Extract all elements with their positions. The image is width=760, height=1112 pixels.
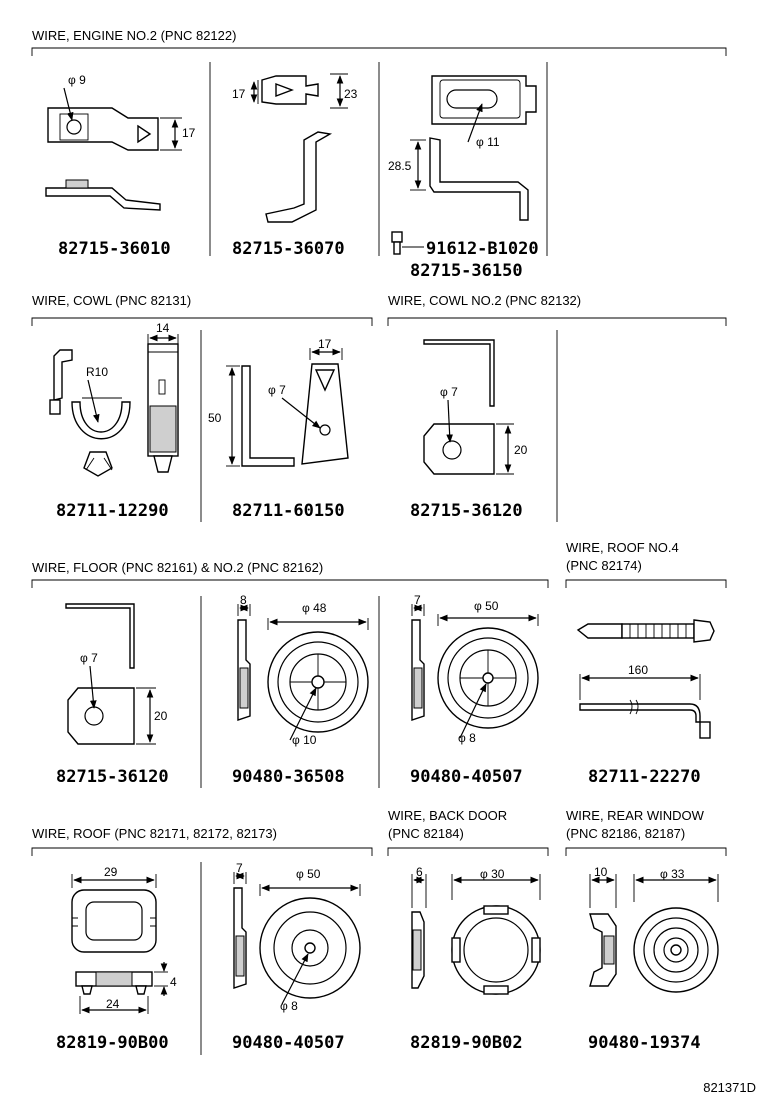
section-title-cowl2: WIRE, COWL NO.2 (PNC 82132) bbox=[388, 293, 581, 308]
part-number-82711-12290: 82711-12290 bbox=[56, 501, 169, 521]
part-number-90480-19374: 90480-19374 bbox=[588, 1033, 701, 1053]
part-number-82715-36070: 82715-36070 bbox=[232, 239, 345, 259]
dim-7-diameter: φ 7 bbox=[80, 651, 98, 665]
section-title-rearwin-line1: WIRE, REAR WINDOW bbox=[566, 808, 705, 823]
part-number-91612-B1020: 91612-B1020 bbox=[426, 239, 539, 259]
dim-5-height: 50 bbox=[208, 411, 222, 425]
section-bracket-rearwin bbox=[565, 847, 727, 856]
clamp-82715-36010-drawing bbox=[45, 87, 182, 211]
dim-5-diameter: φ 7 bbox=[268, 383, 286, 397]
section-title-backdoor-line2: (PNC 82184) bbox=[388, 826, 464, 841]
dim-6-height: 20 bbox=[514, 443, 528, 457]
dim-11-width: 29 bbox=[104, 865, 118, 879]
clip-82819-90B00-drawing bbox=[71, 874, 168, 1014]
section-title-roof4-line2: (PNC 82174) bbox=[566, 558, 642, 573]
dim-8-outer-diameter: φ 48 bbox=[302, 601, 327, 615]
section-bracket-roof4 bbox=[565, 579, 727, 588]
part-number-82819-90B00: 82819-90B00 bbox=[56, 1033, 169, 1053]
figure-code: 821371D bbox=[703, 1080, 756, 1095]
grommet-90480-40507-roof-drawing bbox=[233, 872, 361, 1005]
section-title-engine: WIRE, ENGINE NO.2 (PNC 82122) bbox=[32, 28, 236, 43]
dim-9-width: 7 bbox=[414, 593, 421, 607]
grommet-82819-90B02-drawing bbox=[411, 874, 541, 995]
part-number-82715-36150: 82715-36150 bbox=[410, 261, 523, 281]
dim-14-outer-diameter: φ 33 bbox=[660, 867, 685, 881]
section-bracket-roof bbox=[31, 847, 373, 856]
dim-5-width: 17 bbox=[318, 337, 332, 351]
dim-9-outer-diameter: φ 50 bbox=[474, 599, 499, 613]
section-title-backdoor-line1: WIRE, BACK DOOR bbox=[388, 808, 507, 823]
dim-7-height: 20 bbox=[154, 709, 168, 723]
part-number-82711-60150: 82711-60150 bbox=[232, 501, 345, 521]
dim-2-height: 17 bbox=[232, 87, 246, 101]
bolt-icon bbox=[391, 231, 424, 255]
grommet-90480-36508-drawing bbox=[237, 604, 369, 741]
band-clip-82711-22270-drawing bbox=[576, 619, 715, 739]
dim-12-width: 7 bbox=[236, 861, 243, 875]
part-number-82819-90B02: 82819-90B02 bbox=[410, 1033, 523, 1053]
clamp-82715-36070-drawing bbox=[250, 73, 348, 223]
dim-3-diameter: φ 11 bbox=[476, 135, 500, 149]
section-title-floor: WIRE, FLOOR (PNC 82161) & NO.2 (PNC 8216… bbox=[32, 560, 323, 575]
dim-13-width: 6 bbox=[416, 865, 423, 879]
cell-dividers bbox=[200, 62, 558, 1055]
dim-13-outer-diameter: φ 30 bbox=[480, 867, 505, 881]
dim-14-width: 10 bbox=[594, 865, 608, 879]
dim-2-length: 23 bbox=[344, 87, 358, 101]
grommet-90480-40507-floor-drawing bbox=[411, 604, 539, 739]
part-number-82715-36120-cowl: 82715-36120 bbox=[410, 501, 523, 521]
part-number-90480-40507-roof: 90480-40507 bbox=[232, 1033, 345, 1053]
dim-1-width: 17 bbox=[182, 126, 196, 140]
dim-1-diameter: φ 9 bbox=[68, 73, 86, 87]
dim-9-inner-diameter: φ 8 bbox=[458, 731, 476, 745]
section-bracket-floor bbox=[31, 579, 549, 588]
dim-8-width: 8 bbox=[240, 593, 247, 607]
grommet-90480-19374-drawing bbox=[589, 874, 719, 993]
section-title-cowl: WIRE, COWL (PNC 82131) bbox=[32, 293, 191, 308]
section-title-roof4-line1: WIRE, ROOF NO.4 bbox=[566, 540, 679, 555]
section-title-roof: WIRE, ROOF (PNC 82171, 82172, 82173) bbox=[32, 826, 277, 841]
section-title-rearwin-line2: (PNC 82186, 82187) bbox=[566, 826, 685, 841]
dim-4-width: 14 bbox=[156, 321, 170, 335]
section-bracket-engine bbox=[31, 47, 727, 56]
part-number-82715-36120-floor: 82715-36120 bbox=[56, 767, 169, 787]
dim-6-diameter: φ 7 bbox=[440, 385, 458, 399]
dim-11-base: 24 bbox=[106, 997, 120, 1011]
dim-10-length: 160 bbox=[628, 663, 648, 677]
part-number-82711-22270: 82711-22270 bbox=[588, 767, 701, 787]
dim-4-radius: R10 bbox=[86, 365, 108, 379]
dim-3-height: 28.5 bbox=[388, 159, 412, 173]
part-number-90480-36508: 90480-36508 bbox=[232, 767, 345, 787]
dim-12-outer-diameter: φ 50 bbox=[296, 867, 321, 881]
bracket-82715-36120-cowl-drawing bbox=[423, 339, 514, 475]
section-bracket-backdoor bbox=[387, 847, 549, 856]
bracket-82715-36120-floor-drawing bbox=[65, 603, 156, 745]
clip-82711-12290-drawing bbox=[49, 334, 179, 477]
clamp-82715-36150-drawing bbox=[410, 75, 537, 221]
bracket-82711-60150-drawing bbox=[226, 348, 349, 467]
section-bracket-cowl2 bbox=[387, 317, 727, 326]
dim-12-inner-diameter: φ 8 bbox=[280, 999, 298, 1013]
dim-11-height: 4 bbox=[170, 975, 177, 989]
dim-8-inner-diameter: φ 10 bbox=[292, 733, 317, 747]
part-number-90480-40507-floor: 90480-40507 bbox=[410, 767, 523, 787]
part-number-82715-36010: 82715-36010 bbox=[58, 239, 171, 259]
section-bracket-cowl bbox=[31, 317, 373, 326]
